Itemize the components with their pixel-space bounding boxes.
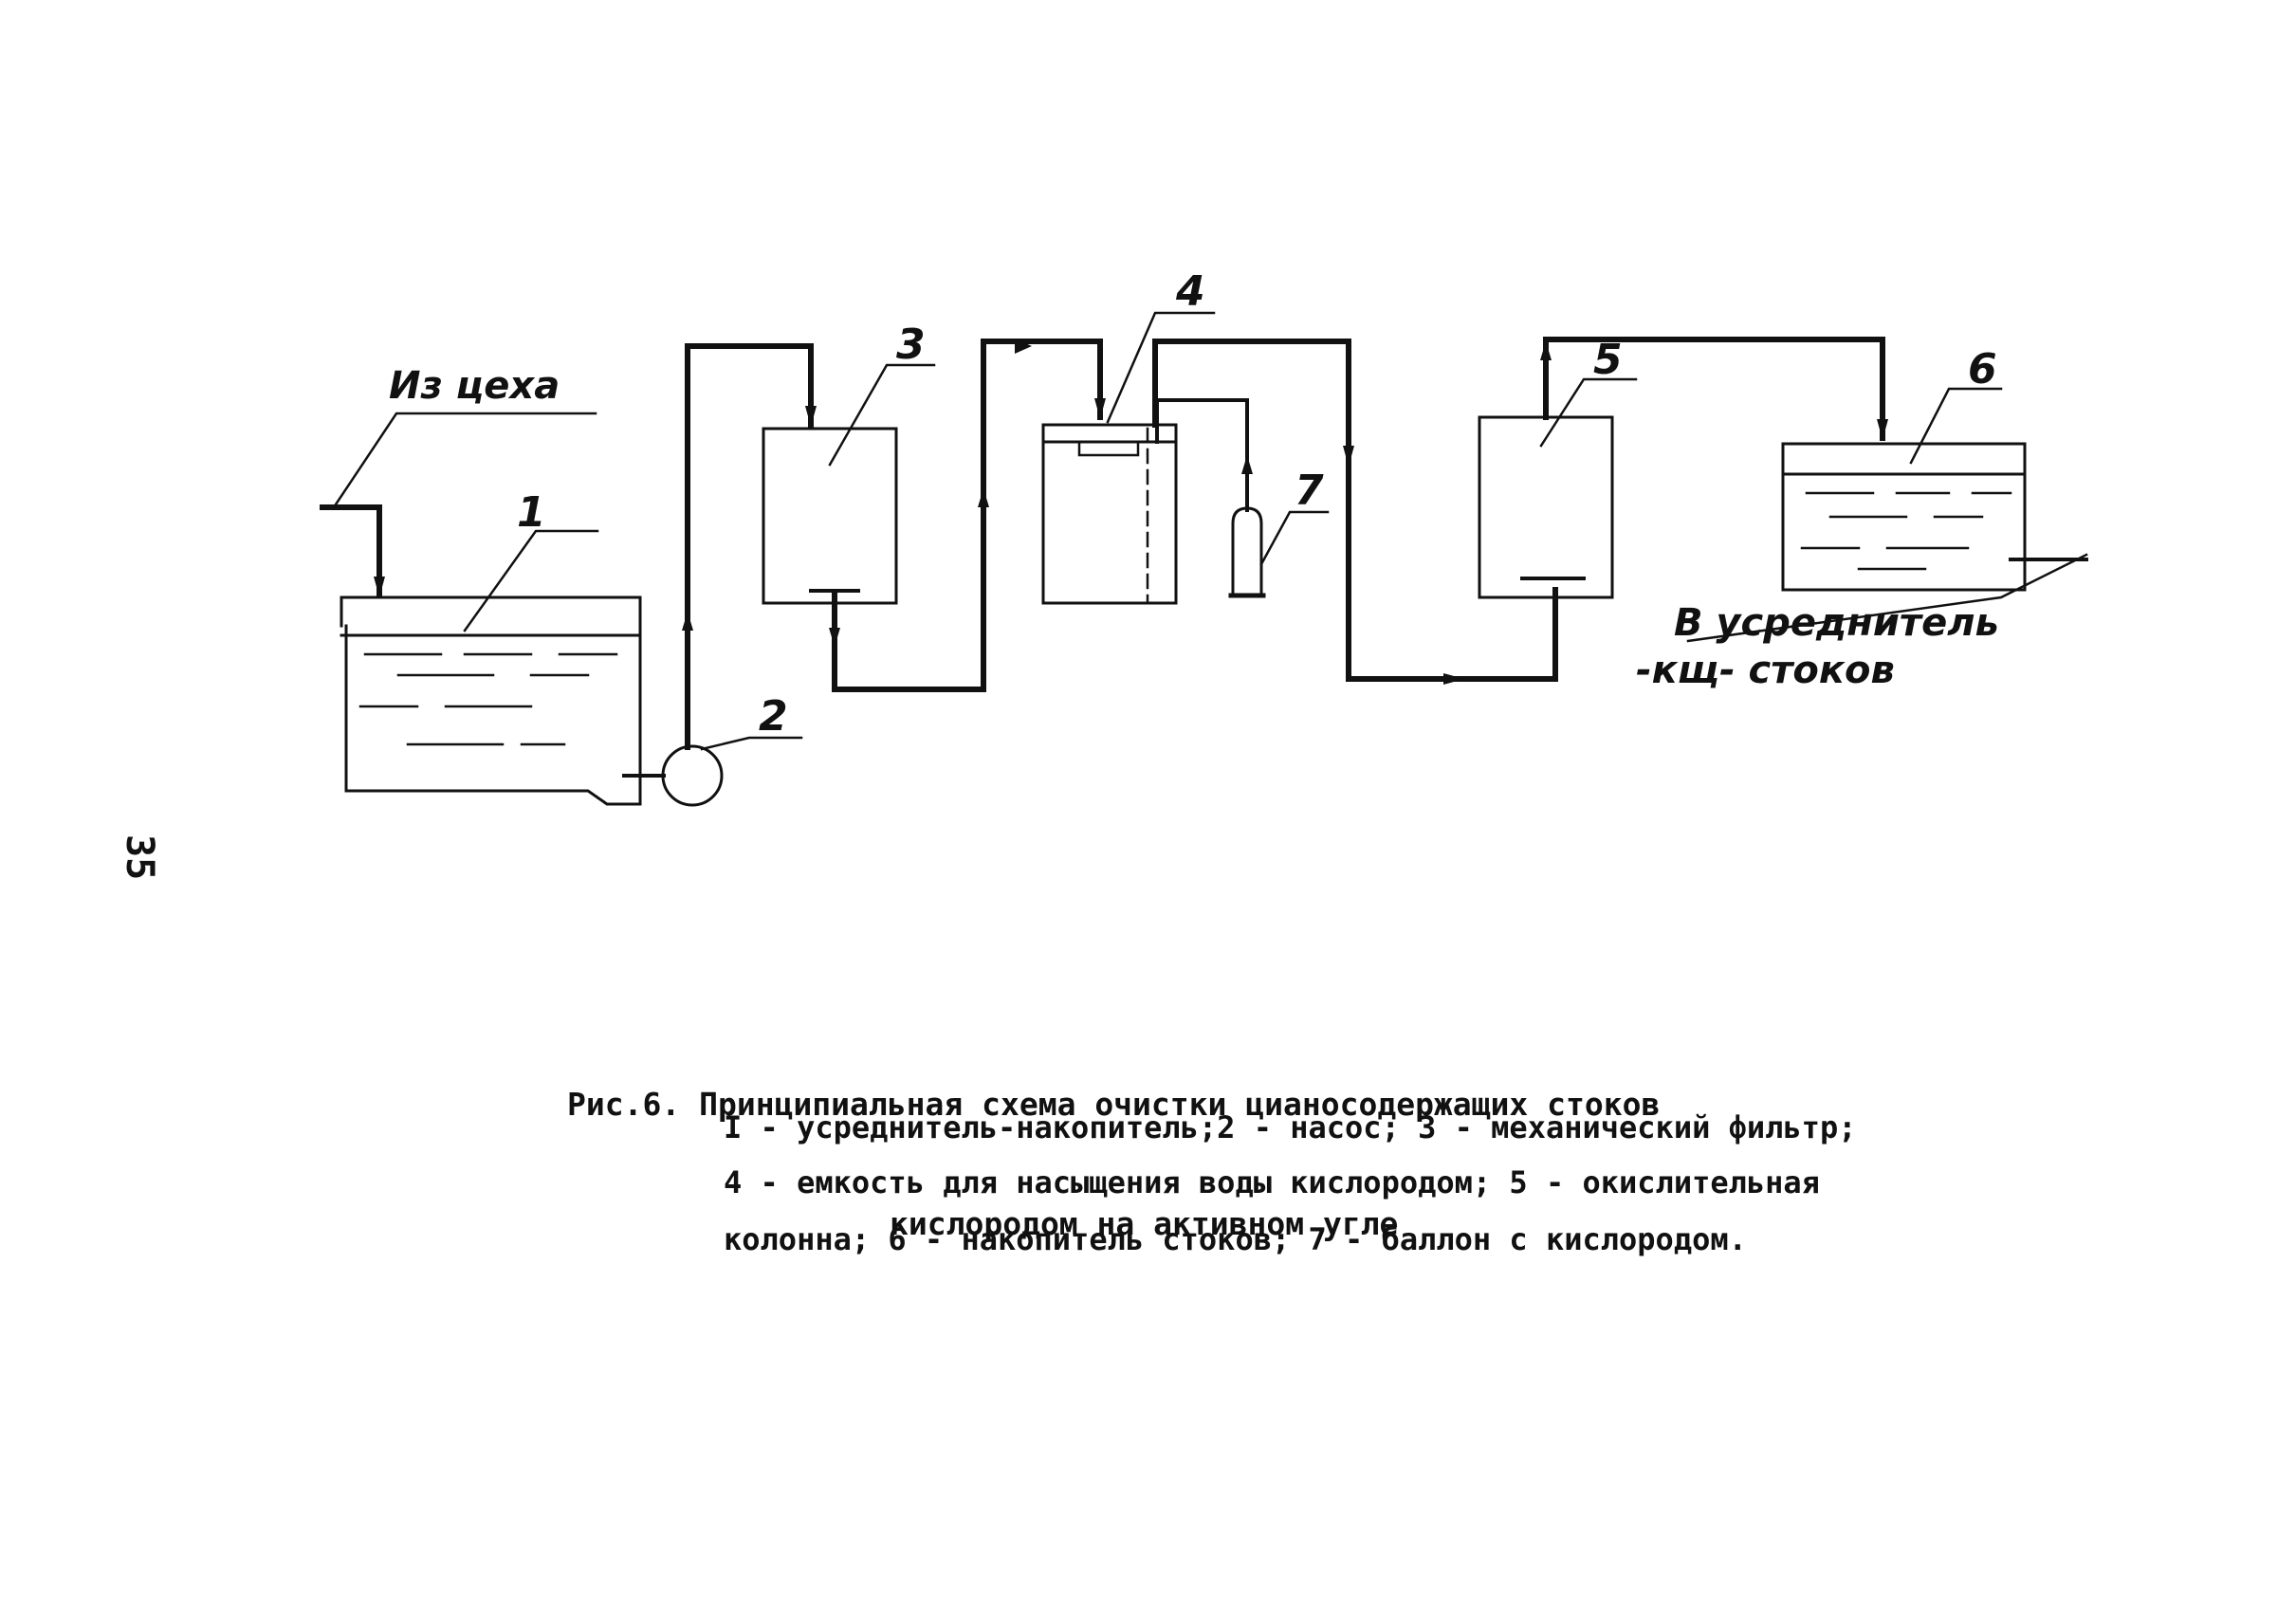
component-label-5: 5 bbox=[1593, 336, 1623, 384]
pipe-saturator-to-column bbox=[1152, 339, 1558, 685]
oxygen-cylinder-7 bbox=[1228, 506, 1330, 598]
pipe-filter-to-saturator bbox=[829, 339, 1106, 692]
legend-line-1: I - усреднитель-накопитель;2 - насос; 3 … bbox=[724, 1109, 1857, 1145]
outlet-label-line2: -кщ- стоков bbox=[1636, 649, 1895, 692]
figure-number: Рис.6. bbox=[567, 1086, 681, 1123]
inlet-pipe bbox=[320, 412, 597, 598]
pipe-column-to-storage bbox=[1540, 337, 1888, 441]
outlet-label-line1: В усреднитель bbox=[1674, 601, 1999, 645]
caption-title-line1: Принципиальная схема очистки цианосодерж… bbox=[699, 1086, 1661, 1123]
component-label-3: 3 bbox=[896, 321, 926, 369]
pipe-pump-to-filter bbox=[682, 343, 817, 750]
vessel-4-saturator bbox=[1041, 311, 1216, 605]
component-label-2: 2 bbox=[759, 692, 788, 741]
caption-title-line2: кислородом на активном угле bbox=[890, 1205, 1399, 1242]
component-label-4: 4 bbox=[1175, 267, 1205, 316]
pump-2 bbox=[622, 736, 803, 807]
component-label-6: 6 bbox=[1968, 345, 1997, 394]
page-number: 35 bbox=[118, 834, 161, 881]
component-label-7: 7 bbox=[1295, 467, 1324, 515]
legend-line-2: 4 - емкость для насыщения воды кислородо… bbox=[724, 1164, 1820, 1200]
column-5-oxidation bbox=[1478, 377, 1638, 599]
legend-line-3: колонна; 6 - накопитель стоков; 7 - балл… bbox=[724, 1221, 1747, 1257]
inlet-label: Из цеха bbox=[389, 364, 560, 408]
tank-6-storage bbox=[1686, 387, 2088, 643]
filter-3-mechanical bbox=[762, 363, 936, 605]
figure-caption: Рис.6. Принципиальная схема очистки циан… bbox=[567, 1005, 1660, 1284]
oxygen-line bbox=[1155, 398, 1253, 512]
tank-1-equalizer bbox=[340, 529, 642, 806]
component-label-1: 1 bbox=[517, 488, 546, 537]
